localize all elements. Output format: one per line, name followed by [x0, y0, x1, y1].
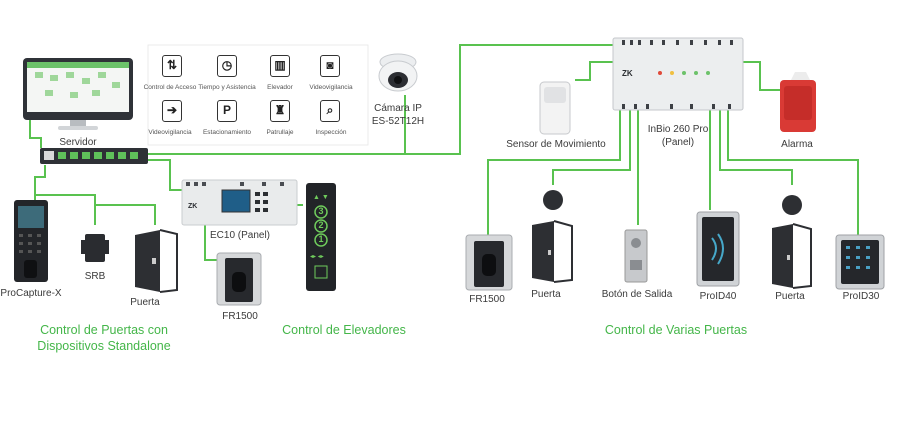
fr1500-right-label: FR1500 — [469, 294, 505, 305]
proid40-label: ProID40 — [699, 291, 737, 302]
elevator-button-3: 3 — [318, 206, 324, 216]
srb-label: SRB — [84, 271, 106, 282]
clock-icon: ◷ — [217, 55, 237, 77]
elevator-icon: ▥ — [270, 55, 290, 77]
feature-label: Estacionamiento — [202, 129, 252, 136]
line-inbio-alarm — [742, 61, 780, 91]
procapture-label: ProCapture-X — [0, 288, 62, 299]
ec10-label: EC10 (Panel) — [209, 230, 271, 241]
door-right1-label: Puerta — [531, 289, 561, 300]
door-right2 — [772, 195, 812, 289]
line-switch-ec10 — [145, 159, 182, 191]
svg-text:◂▸ ◂▸: ◂▸ ◂▸ — [310, 254, 324, 260]
line-inbio-door2 — [719, 110, 793, 185]
procapture-device — [14, 200, 48, 282]
ip-camera — [378, 53, 418, 92]
parking-icon: P — [217, 100, 237, 122]
access-control-icon: ⇅ — [162, 55, 182, 77]
section-elevators: Control de Elevadores — [282, 323, 406, 337]
feature-label: Videovigilancia — [148, 129, 192, 136]
fr1500-right-device — [465, 234, 513, 291]
door-right2-label: Puerta — [775, 291, 805, 302]
line-srb-door — [95, 204, 156, 225]
section-standalone-line2: Dispositivos Standalone — [37, 339, 171, 353]
fr1500-left-device — [216, 252, 262, 306]
server-label: Servidor — [59, 137, 97, 148]
inspection-icon: ⌕ — [320, 100, 340, 122]
motion-sensor-device — [539, 81, 571, 135]
proid30-label: ProID30 — [842, 291, 880, 302]
feature-label: Control de Acceso — [143, 84, 197, 91]
svg-text:ZK: ZK — [188, 203, 197, 210]
feature-label: Tiempo y Asistencia — [198, 84, 256, 91]
svg-text:ZK: ZK — [622, 69, 633, 78]
line-ec10-fr1500 — [204, 225, 217, 261]
door-left-label: Puerta — [130, 297, 160, 308]
line-procapture-srb — [34, 194, 96, 225]
patrol-icon: ♜ — [270, 100, 290, 122]
motion-sensor-label: Sensor de Movimiento — [506, 139, 606, 150]
server-monitor — [23, 58, 133, 130]
feature-label: Videovigilancia — [309, 84, 353, 91]
feature-label: Elevador — [267, 84, 293, 91]
inbio-sublabel: (Panel) — [661, 137, 695, 148]
inbio-panel: ZK — [612, 37, 744, 111]
inbio-label: InBio 260 Pro — [647, 124, 709, 135]
elevator-button-2: 2 — [318, 220, 324, 230]
door-right1 — [532, 190, 573, 283]
feature-label: Patrullaje — [266, 129, 294, 136]
line-inbio-fr1500 — [487, 110, 621, 235]
line-inbio-sensor — [575, 61, 615, 81]
elevator-panel: ▲ ▼ ◂▸ ◂▸ — [306, 183, 336, 291]
door-exit-icon: ➔ — [162, 100, 182, 122]
proid30-device — [835, 234, 885, 290]
network-switch — [40, 148, 148, 164]
ec10-panel: ZK — [181, 179, 298, 226]
door-left — [135, 229, 178, 293]
exit-button-label: Botón de Salida — [601, 289, 673, 300]
svg-text:▲ ▼: ▲ ▼ — [313, 194, 329, 201]
line-inbio-door1 — [552, 110, 631, 185]
section-multi-door: Control de Varias Puertas — [604, 323, 748, 337]
elevator-button-1: 1 — [318, 234, 324, 244]
ip-camera-label: Cámara IP — [374, 103, 422, 114]
srb-device — [81, 234, 109, 262]
cctv-camera-icon: ◙ — [320, 55, 340, 77]
line-inbio-proid30 — [727, 110, 859, 235]
line-switch-inbio — [405, 44, 615, 155]
proid40-device — [696, 211, 740, 287]
fr1500-left-label: FR1500 — [222, 311, 258, 322]
line-switch-procapture — [34, 165, 46, 200]
alarm-label: Alarma — [781, 139, 813, 150]
section-standalone-line1: Control de Puertas con — [40, 323, 168, 337]
exit-button-device — [624, 229, 648, 283]
ip-camera-model: ES-52T12H — [371, 116, 425, 127]
section-standalone: Control de Puertas con Dispositivos Stan… — [37, 322, 170, 354]
alarm-device — [780, 72, 816, 132]
feature-label: Inspección — [315, 129, 347, 136]
